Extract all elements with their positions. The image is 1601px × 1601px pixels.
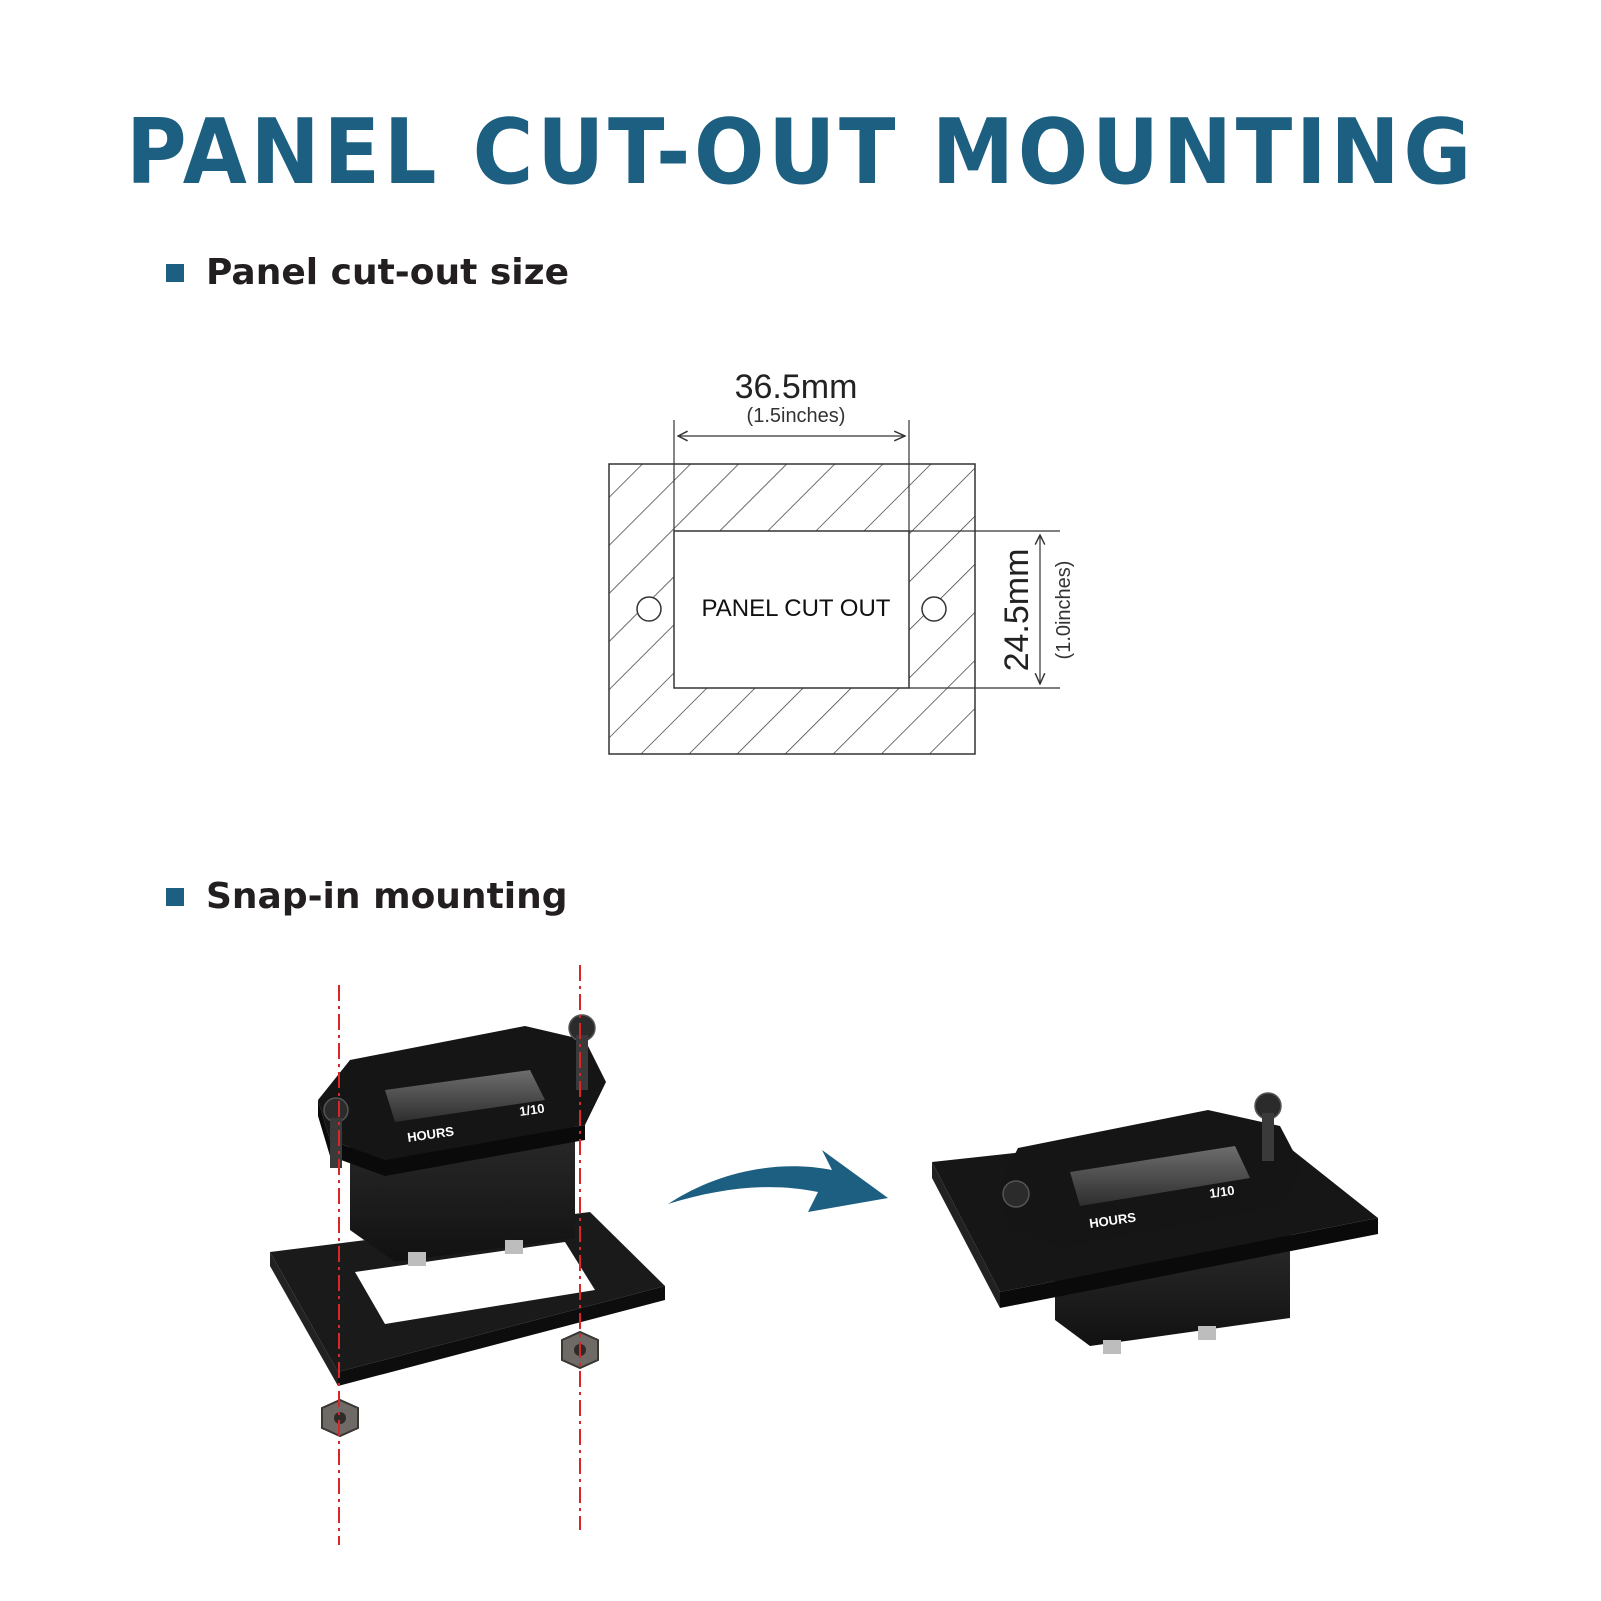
section-panel-cutout-size: Panel cut-out size [166, 252, 569, 293]
height-value: 24.5mm [998, 549, 1036, 672]
meter-unit-label: HOURS [406, 1124, 455, 1145]
bullet-square-icon [166, 887, 184, 906]
cutout-opening [673, 530, 910, 689]
height-inches: (1.0inches) [1053, 561, 1075, 660]
mounting-hole-left [636, 596, 662, 622]
transition-arrow-icon [668, 1150, 888, 1212]
assembled-assembly: HOURS 1/10 [932, 1092, 1378, 1354]
section-label: Snap-in mounting [206, 876, 568, 917]
meter-resolution-label-assembled: 1/10 [1208, 1183, 1235, 1201]
mounting-hole-right [921, 596, 947, 622]
panel-cutout-hole [355, 1242, 595, 1324]
bullet-square-icon [166, 263, 184, 282]
section-snap-in-mounting: Snap-in mounting [166, 876, 568, 917]
meter-resolution-label: 1/10 [518, 1101, 545, 1119]
meter-display-assembled [1070, 1146, 1250, 1206]
section-label: Panel cut-out size [206, 252, 569, 293]
page-title: PANEL CUT-OUT MOUNTING [125, 100, 1476, 205]
cutout-center-label: PANEL CUT OUT [702, 595, 891, 622]
exploded-assembly: HOURS 1/10 [270, 965, 665, 1545]
meter-unit-label-assembled: HOURS [1088, 1210, 1137, 1231]
width-inches: (1.5inches) [747, 405, 846, 427]
screw-left-assembled-icon [1002, 1180, 1030, 1208]
width-value: 36.5mm [735, 368, 858, 406]
meter-display [385, 1070, 545, 1122]
cutout-drawing: PANEL CUT OUT 36.5mm (1.5inches) 24.5mm … [608, 368, 1075, 755]
